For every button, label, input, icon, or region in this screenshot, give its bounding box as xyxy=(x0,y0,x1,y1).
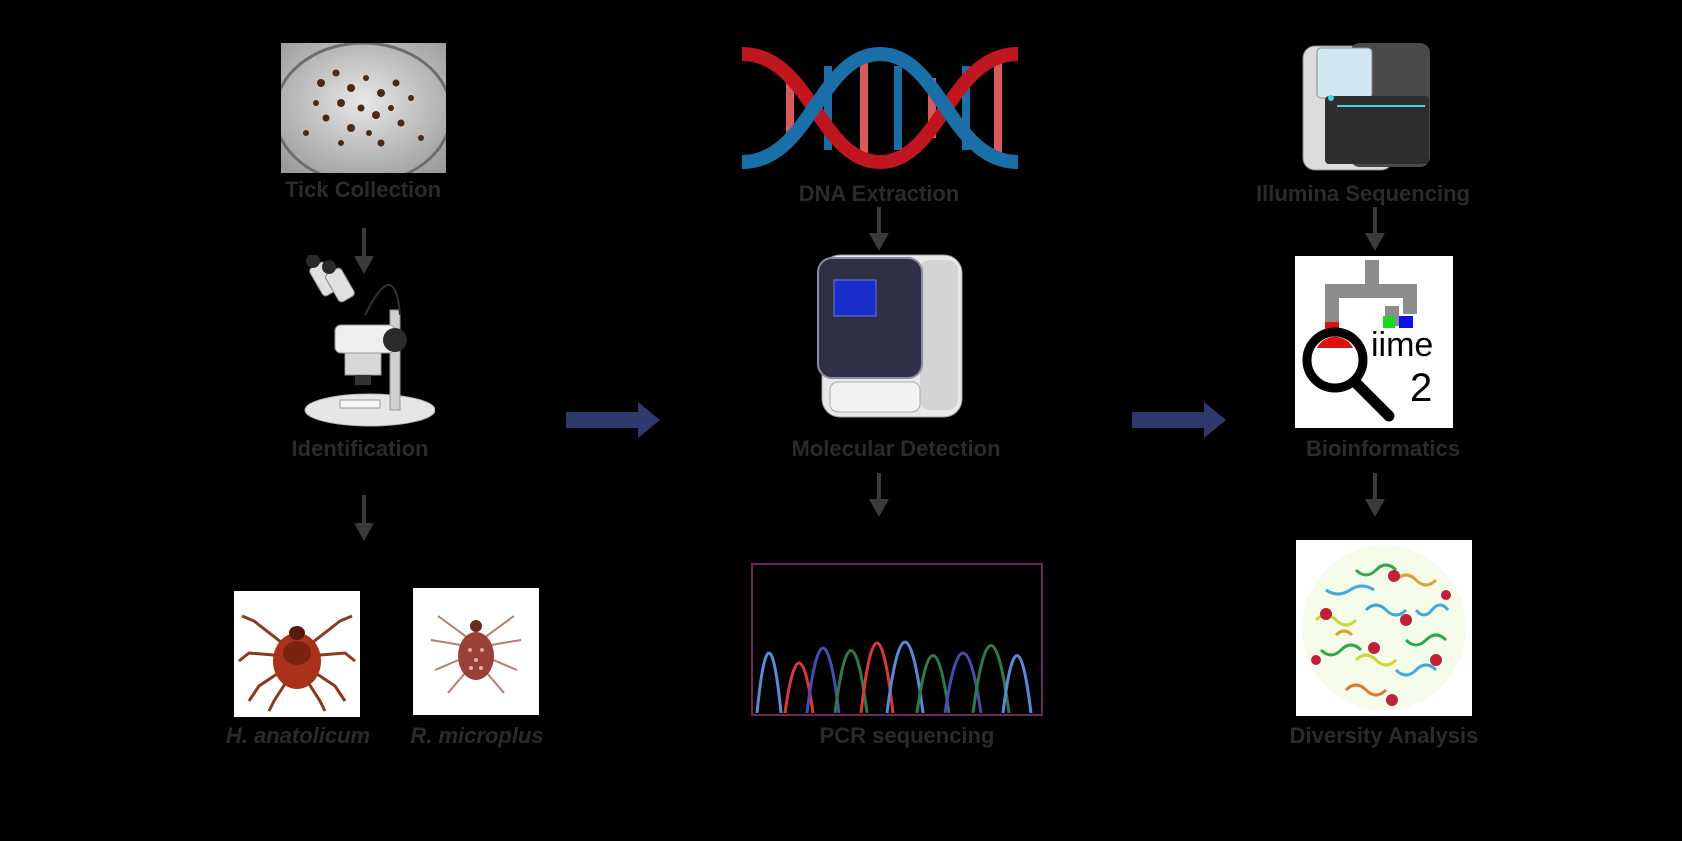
chromatogram-image xyxy=(751,563,1043,716)
tick-collection-label: Tick Collection xyxy=(284,177,442,202)
sequencer-icon xyxy=(1295,38,1435,173)
qiime2-logo-text: iime xyxy=(1371,326,1433,364)
species-2-label: R. microplus xyxy=(410,723,544,748)
tick-hyalomma-image xyxy=(234,591,360,717)
microbial-diversity-image xyxy=(1296,540,1472,716)
step-arrow-4 xyxy=(868,473,890,519)
qiime2-logo: iime 2 xyxy=(1295,256,1453,428)
flow-arrow-1 xyxy=(566,400,662,440)
flow-arrow-2 xyxy=(1132,400,1228,440)
identification-label: Identification xyxy=(291,436,429,461)
microscope-icon xyxy=(295,255,435,430)
step-arrow-3 xyxy=(868,207,890,253)
illumina-sequencing-label: Illumina Sequencing xyxy=(1256,181,1470,206)
dna-extraction-label: DNA Extraction xyxy=(798,181,960,206)
step-arrow-5 xyxy=(1364,207,1386,253)
tick-collection-photo xyxy=(281,43,446,173)
diversity-analysis-label: Diversity Analysis xyxy=(1289,723,1479,748)
molecular-detection-label: Molecular Detection xyxy=(791,436,1001,461)
step-arrow-6 xyxy=(1364,473,1386,519)
step-arrow-1 xyxy=(353,228,375,276)
qiime2-logo-number: 2 xyxy=(1410,366,1432,410)
species-1-label: H. anatolicum xyxy=(225,723,371,748)
pcr-sequencing-label: PCR sequencing xyxy=(819,723,995,748)
pcr-machine-icon xyxy=(812,250,967,422)
step-arrow-2 xyxy=(353,495,375,543)
dna-helix-icon xyxy=(740,44,1020,172)
tick-rhipicephalus-image xyxy=(413,588,539,715)
bioinformatics-label: Bioinformatics xyxy=(1305,436,1461,461)
